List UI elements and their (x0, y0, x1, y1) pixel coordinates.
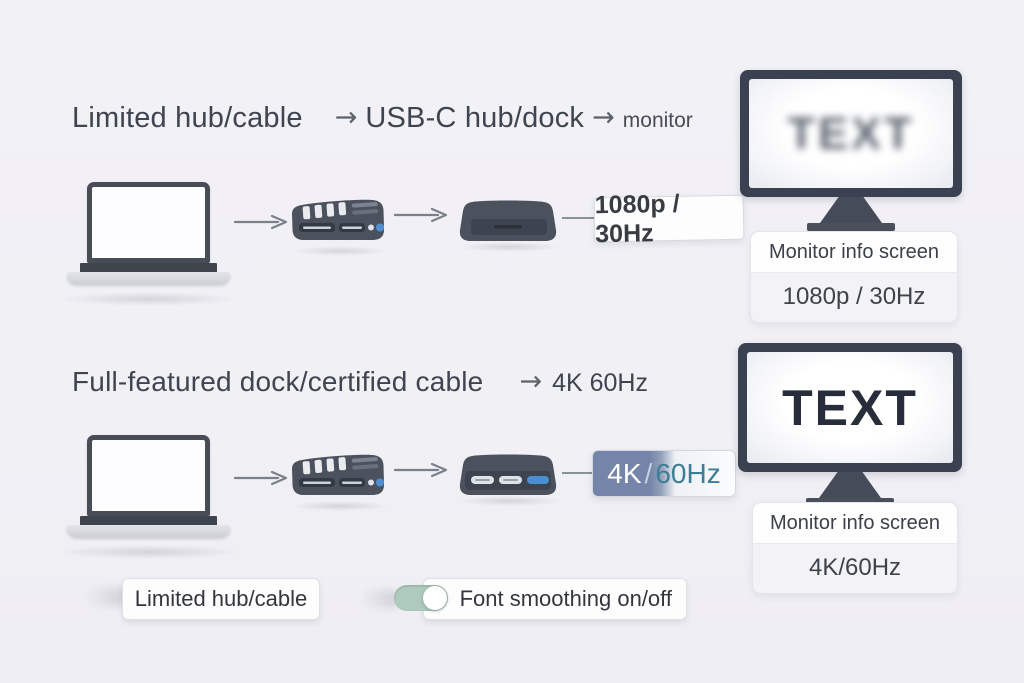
monitor-info-value: 1080p / 30Hz (751, 272, 957, 322)
monitor-icon: TEXT (738, 343, 962, 506)
arrow-right-icon (234, 214, 288, 230)
monitor-info-card: Monitor info screen 1080p / 30Hz (750, 231, 958, 323)
monitor-base (807, 223, 895, 231)
laptop-screen (87, 435, 210, 516)
monitor-screen: TEXT (749, 79, 953, 188)
resolution-text: 4K (607, 457, 642, 489)
laptop-icon (67, 182, 230, 284)
output-resolution-badge: 4K / 60Hz (592, 450, 736, 497)
usb-c-hub-icon (292, 199, 385, 240)
monitor-info-title: Monitor info screen (751, 232, 957, 272)
laptop-base (67, 272, 230, 284)
separator-text: / (644, 457, 653, 489)
laptop-base (67, 525, 230, 537)
usb-c-hub-icon (292, 454, 385, 495)
dock-shadow (458, 242, 562, 252)
monitor-frame: TEXT (740, 70, 962, 197)
font-smoothing-label-chip[interactable]: Font smoothing on/off (423, 578, 687, 620)
laptop-screen (87, 182, 210, 263)
connector-line (562, 217, 598, 219)
motion-trail (360, 590, 400, 608)
arrow-right-icon: → (334, 102, 358, 133)
font-smoothing-label: Font smoothing on/off (459, 586, 672, 611)
monitor-info-card: Monitor info screen 4K/60Hz (752, 502, 958, 594)
laptop-icon (67, 435, 230, 537)
monitor-frame: TEXT (738, 343, 962, 472)
arrow-right-icon: → (592, 102, 615, 133)
hub-shadow (292, 501, 388, 511)
row2-heading-result: 4K 60Hz (552, 369, 648, 397)
monitor-info-title: Monitor info screen (753, 503, 957, 543)
laptop-shadow (58, 545, 240, 559)
arrow-right-icon (394, 462, 448, 478)
toggle-knob (423, 586, 447, 610)
monitor-icon: TEXT (740, 70, 962, 231)
hub-shadow (292, 246, 388, 256)
arrow-right-icon: → (519, 366, 543, 397)
row2-heading-source: Full-featured dock/certified cable (72, 366, 484, 397)
laptop-shadow (58, 292, 240, 306)
monitor-info-value: 4K/60Hz (753, 543, 957, 593)
dock-shadow (458, 496, 562, 506)
connector-line (562, 472, 596, 474)
row2-heading: Full-featured dock/certified cable → 4K … (72, 366, 648, 398)
arrow-right-icon (234, 470, 288, 486)
row1-heading: Limited hub/cable → USB-C hub/dock → mon… (72, 102, 693, 135)
monitor-stand (819, 472, 881, 498)
output-resolution-badge: 1080p / 30Hz (593, 189, 745, 248)
row1-heading-target: monitor (622, 109, 693, 132)
laptop-keyboard (80, 516, 217, 525)
monitor-screen-text: TEXT (787, 107, 915, 159)
output-resolution-text: 1080p / 30Hz (594, 189, 680, 248)
row1-heading-via: USB-C hub/dock (365, 102, 585, 134)
monitor-stand (820, 197, 882, 223)
arrow-right-icon (394, 207, 448, 223)
limited-hub-cable-button[interactable]: Limited hub/cable (122, 578, 320, 620)
row1-heading-source: Limited hub/cable (72, 102, 303, 134)
font-smoothing-toggle[interactable] (394, 585, 448, 611)
dock-icon (459, 200, 557, 241)
laptop-keyboard (80, 263, 217, 272)
dock-icon (459, 454, 557, 495)
limited-hub-cable-button-label: Limited hub/cable (134, 586, 308, 611)
monitor-screen-text: TEXT (782, 379, 918, 436)
monitor-screen: TEXT (747, 352, 953, 463)
motion-trail (84, 588, 128, 606)
refresh-rate-text: 60Hz (655, 457, 721, 489)
